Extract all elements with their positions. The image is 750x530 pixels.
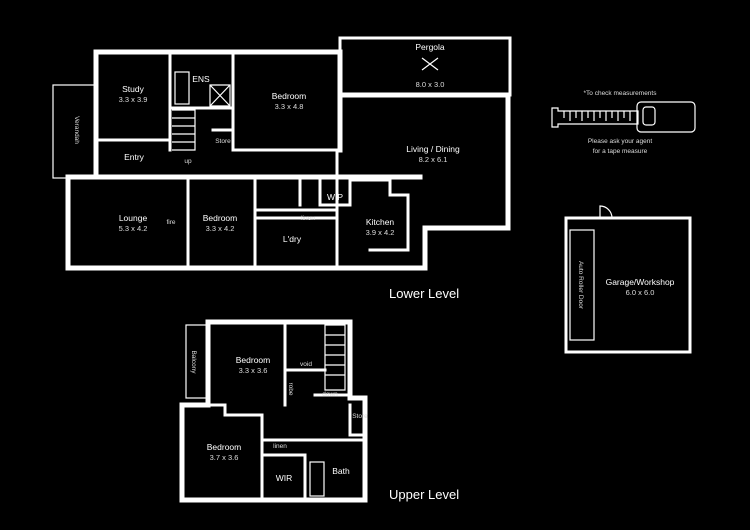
lower-level-plan: Pergola 8.0 x 3.0 Study 3.3 x 3.9 ENS Be…	[52, 36, 512, 301]
room-label: robe	[287, 382, 294, 395]
room-size: 3.7 x 3.6	[210, 453, 239, 462]
lower-outer-walls	[65, 49, 511, 271]
room-size: 3.9 x 4.2	[366, 228, 395, 237]
room-label: Pergola	[415, 42, 445, 52]
room-size: 3.3 x 3.9	[119, 95, 148, 104]
shower-icon	[209, 84, 231, 107]
level-title: Upper Level	[389, 487, 459, 502]
tape-measure-icon	[551, 107, 639, 128]
room-label: Store	[352, 413, 368, 420]
room-label: Bedroom	[207, 442, 242, 452]
tape-measure-note: *To check measurements Please ask your a…	[551, 90, 696, 155]
room-label: Balcony	[190, 350, 197, 374]
note-text: Please ask your agent	[588, 138, 653, 145]
room-size: 6.0 x 6.0	[626, 288, 655, 297]
roller-door-outline	[569, 229, 595, 341]
tape-measure-case-icon	[636, 101, 696, 133]
upper-inner-walls	[206, 320, 367, 502]
stairs-icon	[324, 324, 346, 391]
level-title: Lower Level	[389, 286, 459, 301]
room-size: 5.3 x 4.2	[119, 224, 148, 233]
lower-inner-walls	[94, 50, 410, 270]
upper-outer-walls	[179, 319, 368, 503]
room-label: Bedroom	[203, 213, 238, 223]
void-label: void	[300, 361, 312, 368]
room-label: Bedroom	[272, 91, 307, 101]
room-label: linen	[301, 215, 315, 222]
note-text: for a tape measure	[593, 148, 648, 155]
room-label: WIR	[276, 473, 293, 483]
room-size: 8.2 x 6.1	[419, 155, 448, 164]
tape-measure-button-icon	[642, 106, 656, 126]
room-label: Garage/Workshop	[606, 277, 675, 287]
note-text: *To check measurements	[584, 90, 658, 97]
bathtub-icon	[174, 71, 190, 105]
room-size: 3.3 x 4.8	[275, 102, 304, 111]
room-label: Verandah	[73, 116, 80, 144]
room-label: Kitchen	[366, 217, 395, 227]
room-label: Lounge	[119, 213, 148, 223]
stair-direction-label: up	[184, 158, 192, 165]
bathtub-icon	[309, 461, 325, 497]
room-size: 8.0 x 3.0	[416, 80, 445, 89]
stairs-icon	[172, 109, 196, 151]
room-label: Study	[122, 84, 144, 94]
room-label: Living / Dining	[406, 144, 460, 154]
garage-plan: Auto Roller Door Garage/Workshop 6.0 x 6…	[564, 205, 692, 354]
room-label: Entry	[124, 152, 145, 162]
room-label: Bath	[332, 466, 350, 476]
door-swing-icon	[599, 205, 613, 219]
room-size: 3.3 x 3.6	[239, 366, 268, 375]
room-label: ENS	[192, 74, 210, 84]
fireplace-label: fire	[166, 219, 175, 226]
roller-door-label: Auto Roller Door	[577, 261, 584, 310]
upper-level-plan: Balcony Bedroom 3.3 x 3.6 void robe down…	[179, 319, 459, 503]
room-size: 3.3 x 4.2	[206, 224, 235, 233]
ceiling-fan-icon	[421, 57, 439, 71]
room-label: Store	[215, 138, 231, 145]
stair-direction-label: down	[322, 391, 338, 398]
room-label: L'dry	[283, 234, 302, 244]
garage-walls	[564, 216, 692, 354]
room-label: Bedroom	[236, 355, 271, 365]
room-label: linen	[273, 443, 287, 450]
room-label: WIP	[327, 192, 343, 202]
